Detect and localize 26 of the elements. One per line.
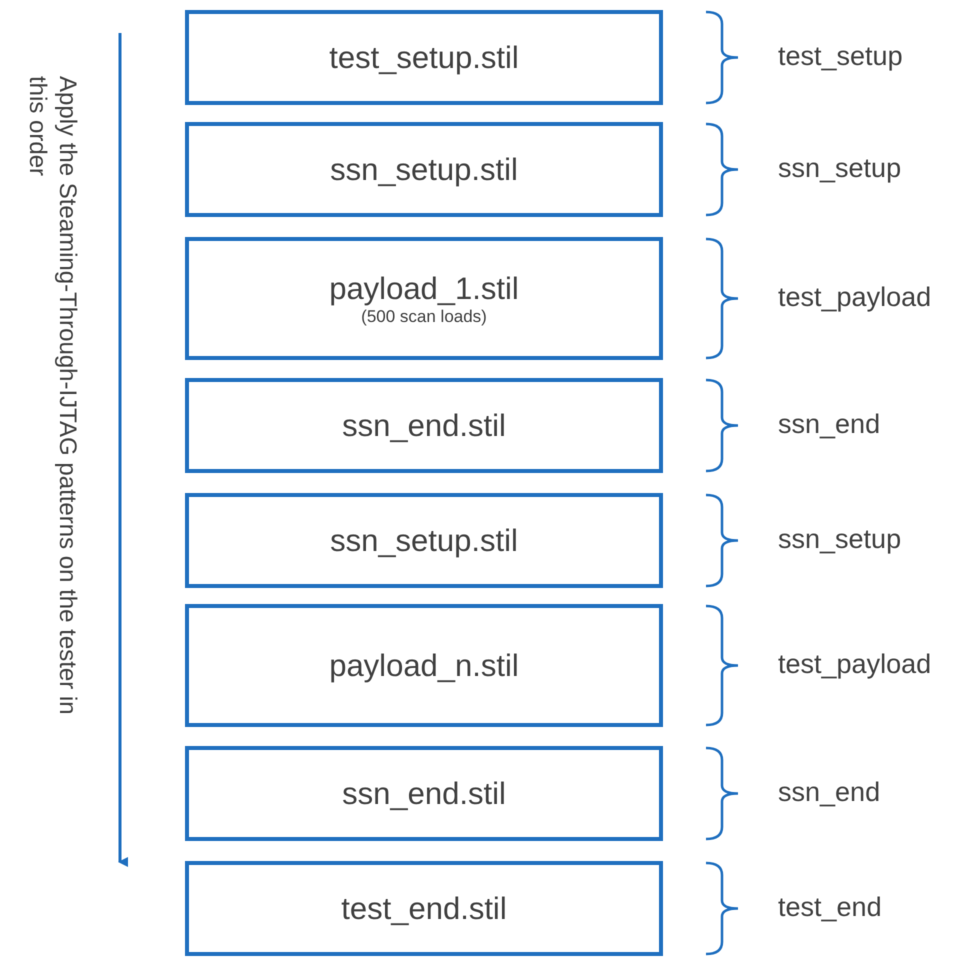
stage-label: ssn_setup	[778, 524, 902, 554]
file-box	[185, 493, 663, 588]
file-name: test_end.stil	[341, 890, 507, 926]
file-name: payload_1.stil	[329, 271, 519, 307]
file-box	[185, 861, 663, 956]
order-note: Apply the Steaming-Through-IJTAG patterns on the tester in this order	[23, 76, 82, 717]
file-name: ssn_setup.stil	[330, 152, 518, 188]
file-box	[185, 237, 663, 360]
file-name: test_setup.stil	[329, 40, 519, 76]
stage-label: ssn_setup	[778, 152, 902, 184]
file-box	[185, 746, 663, 841]
file-name: ssn_end.stil	[342, 408, 506, 444]
stage-label: test_end	[778, 892, 882, 922]
file-box	[185, 378, 663, 473]
file-name: ssn_end.stil	[342, 776, 506, 812]
file-name: ssn_setup.stil	[330, 522, 518, 558]
stage-label: test_payload	[778, 648, 932, 680]
stage-label: ssn_end	[778, 408, 880, 440]
file-box	[185, 10, 663, 105]
stage-label: ssn_end	[778, 776, 880, 808]
box-note: (500 scan loads)	[361, 307, 487, 327]
file-box	[185, 122, 663, 217]
stage-label: test_payload	[778, 282, 932, 312]
file-box	[185, 604, 663, 727]
stage-label: test_setup	[778, 40, 903, 72]
file-name: payload_n.stil	[329, 648, 519, 684]
